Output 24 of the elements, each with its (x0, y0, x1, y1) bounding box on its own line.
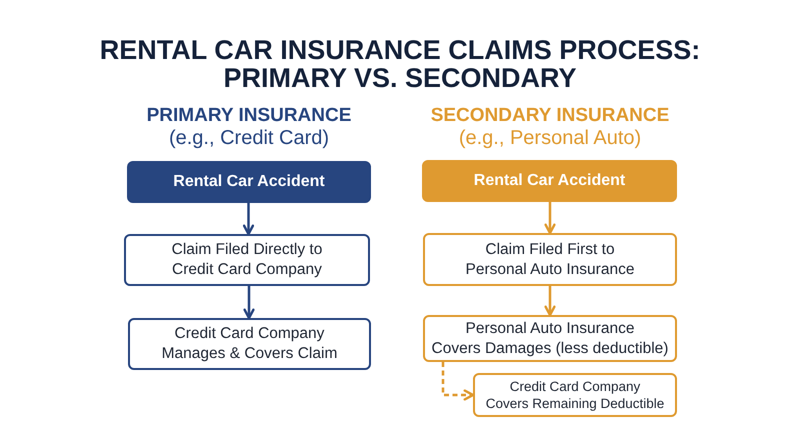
arrow (243, 286, 255, 320)
process-box (473, 373, 677, 417)
step-text: Credit Card Company Manages & Covers Claim (162, 324, 338, 364)
step-text: Claim Filed Directly to Credit Card Company (172, 240, 322, 280)
title: RENTAL CAR INSURANCE CLAIMS PROCESS: PRIMARY VS. SECONDARY (98, 36, 702, 92)
step-text: Rental Car Accident (173, 172, 325, 192)
column-subheading: (e.g., Credit Card) (168, 127, 330, 150)
step-text: Credit Card Company Covers Remaining Deductible (486, 378, 664, 412)
column-heading: PRIMARY INSURANCE (146, 105, 352, 127)
column-heading: SECONDARY INSURANCE (430, 105, 670, 127)
column-subheading: (e.g., Personal Auto) (458, 127, 642, 150)
dashed-arrow (442, 362, 474, 401)
step-text: Rental Car Accident (474, 170, 626, 191)
process-box (423, 233, 677, 286)
process-box (423, 315, 677, 362)
process-box (128, 318, 371, 370)
event-box (422, 160, 677, 202)
process-box (124, 234, 370, 286)
arrow (544, 202, 556, 234)
step-text: Claim Filed First to Personal Auto Insurance (466, 240, 634, 280)
arrow (544, 286, 556, 316)
event-box (127, 161, 371, 203)
step-text: Personal Auto Insurance Covers Damages (less deductible) (432, 318, 668, 358)
arrow (242, 203, 254, 236)
